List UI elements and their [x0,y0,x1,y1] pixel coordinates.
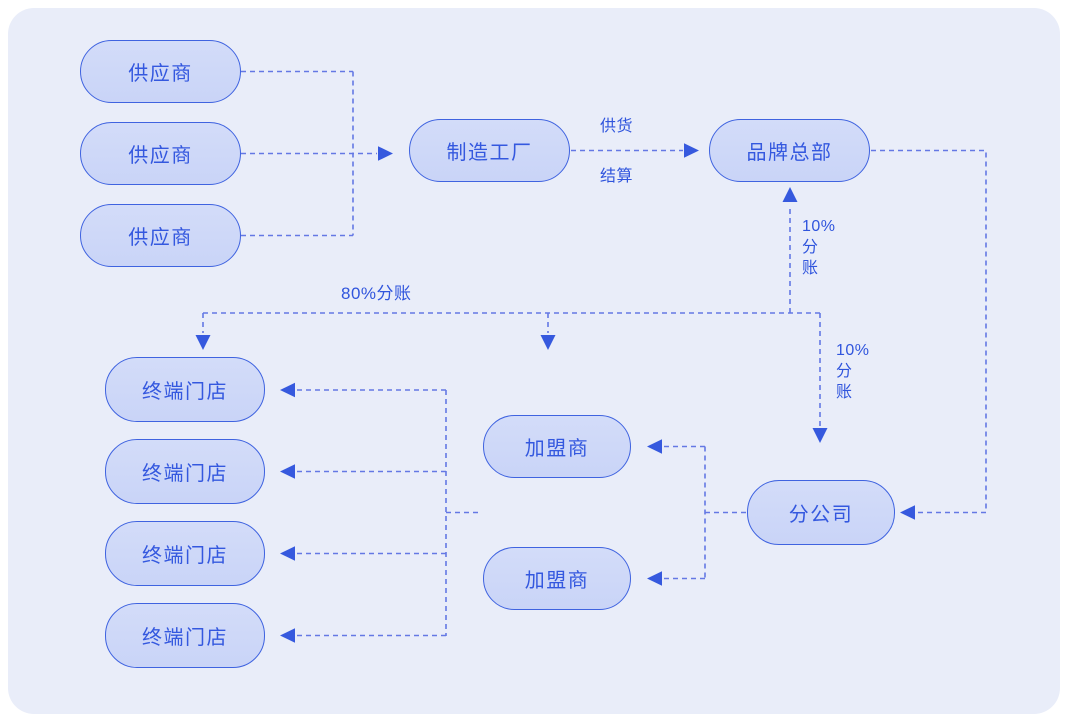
node-factory: 制造工厂 [409,119,570,182]
label-supply: 供货 [600,118,634,135]
node-store-1: 终端门店 [105,357,265,422]
label-settlement: 结算 [600,168,634,185]
label-split-10-up: 10% 分 账 [802,218,836,277]
node-brand-hq: 品牌总部 [709,119,870,182]
node-supplier-2: 供应商 [80,122,241,185]
label-split-10-down: 10% 分 账 [836,342,870,401]
node-franchisee-1: 加盟商 [483,415,631,478]
label-split-80: 80%分账 [341,284,412,303]
node-store-3: 终端门店 [105,521,265,586]
node-branch: 分公司 [747,480,895,545]
node-store-4: 终端门店 [105,603,265,668]
node-supplier-1: 供应商 [80,40,241,103]
node-supplier-3: 供应商 [80,204,241,267]
node-store-2: 终端门店 [105,439,265,504]
node-franchisee-2: 加盟商 [483,547,631,610]
